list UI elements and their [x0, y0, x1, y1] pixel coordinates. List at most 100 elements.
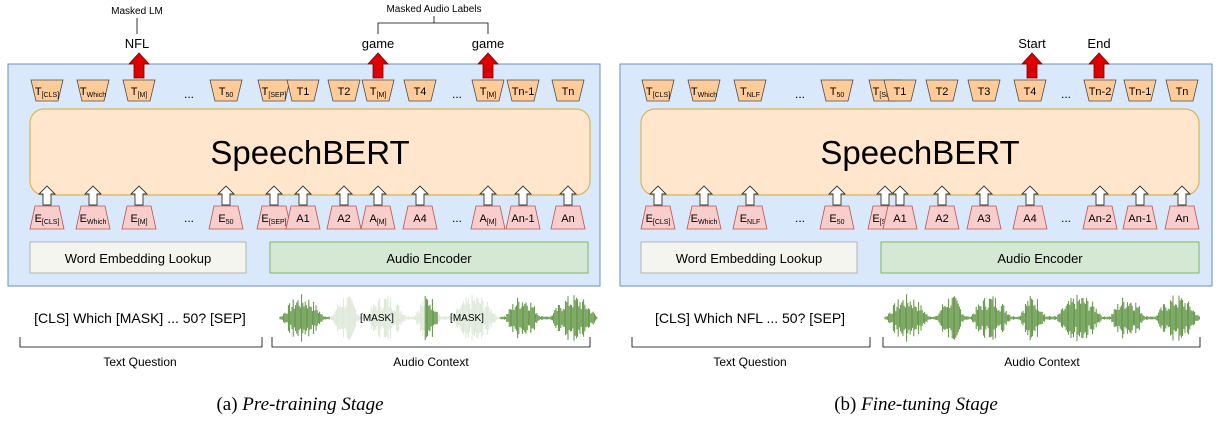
text-input-token-label-4-sub: 50: [837, 219, 845, 226]
text-input-token-label-4-main: E: [218, 213, 225, 225]
text-input-ellipsis-3: ...: [795, 211, 805, 225]
text-output-token-label-1-sub: Which: [698, 92, 718, 99]
audio-output-token-label-1: T2: [936, 86, 949, 98]
panel-b-audio-encoder-label: Audio Encoder: [997, 251, 1083, 266]
panel-b-model-label: SpeechBERT: [820, 134, 1019, 171]
text-input-token-label-0-main: E: [646, 213, 653, 225]
audio-input-token-label-5-sub: [M]: [487, 219, 497, 226]
text-input-token-4: [819, 205, 855, 230]
panel-a-red-arrows: [128, 52, 499, 79]
text-input-token-label-2: ENLF: [740, 213, 761, 226]
panel-a-masked-audio-title: Masked Audio Labels: [386, 4, 481, 15]
panel-b-red-arrows: [1021, 52, 1110, 79]
audio-output-token-label-5-sub: [M]: [487, 92, 497, 99]
audio-input-token-0: [882, 205, 918, 230]
text-input-token-label-5: E[SEP]: [261, 213, 286, 226]
audio-input-token-label-2-sub: [M]: [377, 219, 387, 226]
audio-input-token-label-2: A3: [977, 213, 990, 225]
text-output-token-2: [733, 79, 767, 102]
up-arrow-t0: [648, 185, 668, 206]
audio-output-token-label-7-main: Tn: [562, 86, 575, 98]
text-output-token-label-4-main: T: [830, 86, 837, 98]
text-output-token-label-4-sub: 50: [225, 92, 233, 99]
text-input-token-label-4: E50: [829, 213, 844, 226]
up-arrow-t5: [875, 185, 895, 206]
audio-input-token-5: [1082, 205, 1118, 230]
text-output-token-label-1: TWhich: [691, 86, 717, 99]
text-output-token-label-2-main: T: [740, 86, 747, 98]
audio-input-token-label-0: A1: [893, 213, 906, 225]
audio-output-token-label-6-main: Tn-1: [512, 86, 535, 98]
up-arrow-t5: [264, 185, 284, 206]
audio-input-token-label-3: A4: [1023, 213, 1036, 225]
text-output-token-1: [76, 79, 110, 102]
text-output-token-label-4: T50: [830, 86, 845, 99]
text-output-token-label-0-sub: [CLS]: [653, 92, 671, 99]
text-output-token-label-5: T[SEP]: [262, 86, 287, 99]
panel-a-text-question-bracket: [19, 337, 263, 348]
red-arrow-2: [477, 52, 499, 79]
text-input-token-label-2: E[M]: [130, 213, 147, 226]
panel-a-caption-prefix: (a): [216, 394, 242, 415]
audio-output-token-5: [1083, 79, 1117, 102]
text-output-token-label-4-main: T: [219, 86, 226, 98]
panel-b-text-question-bracket: [631, 337, 871, 348]
audio-input-token-1: [924, 205, 960, 230]
red-arrow-1: [367, 52, 389, 79]
panel-b-start-label: Start: [1018, 36, 1046, 51]
audio-output-token-label-5-main: Tn-2: [1089, 86, 1112, 98]
text-output-token-label-2: T[M]: [131, 86, 148, 99]
audio-output-token-label-3-main: T4: [1024, 86, 1037, 98]
audio-output-token-label-3: T4: [1024, 86, 1037, 98]
audio-output-token-label-0-main: T1: [894, 86, 907, 98]
up-arrow-a3: [1020, 185, 1040, 206]
audio-input-token-7: [550, 205, 586, 230]
audio-input-token-label-0: A1: [296, 213, 309, 225]
text-input-token-1: [75, 205, 111, 230]
audio-input-token-label-5-main: An-2: [1088, 213, 1111, 225]
panel-a-up-arrows: [37, 185, 578, 206]
audio-output-token-label-7: Tn: [562, 86, 575, 98]
text-output-token-1: [687, 79, 721, 102]
audio-output-token-label-0: T1: [297, 86, 310, 98]
audio-output-token-label-1-main: T2: [338, 86, 351, 98]
panel-a-audio-word-2: game: [472, 36, 505, 51]
panel-a-audio-encoder-label: Audio Encoder: [386, 251, 472, 266]
audio-output-token-label-2: T3: [978, 86, 991, 98]
text-output-token-2: [122, 79, 156, 102]
text-input-token-label-2-sub: NLF: [747, 219, 760, 226]
up-arrow-a7: [558, 185, 578, 206]
panel-b-audio-encoder-box: [880, 241, 1200, 274]
audio-input-ellipsis-4: ...: [1061, 211, 1071, 225]
audio-output-token-label-2-main: T3: [978, 86, 991, 98]
text-output-token-label-1-sub: Which: [87, 92, 107, 99]
audio-input-token-label-3: A4: [413, 213, 426, 225]
panel-b-word-embedding-label: Word Embedding Lookup: [676, 251, 822, 266]
up-arrow-a6: [513, 185, 533, 206]
text-output-token-label-1: TWhich: [80, 86, 106, 99]
panel-a-audio-encoder-box: [269, 241, 589, 274]
text-output-token-label-0: T[CLS]: [646, 86, 670, 99]
text-input-token-label-0-sub: [CLS]: [42, 219, 60, 226]
up-arrow-a5: [1090, 185, 1110, 206]
panel-b-up-arrows: [648, 185, 1192, 206]
text-input-token-label-4-main: E: [829, 213, 836, 225]
text-output-token-label-2-sub: [M]: [138, 92, 148, 99]
audio-output-token-3: [1013, 79, 1047, 102]
audio-input-token-label-5: An-2: [1088, 213, 1111, 225]
text-input-token-label-1: EWhich: [80, 213, 107, 226]
audio-input-token-label-1-main: A2: [935, 213, 948, 225]
audio-output-token-1: [925, 79, 959, 102]
panel-b-end-label: End: [1087, 36, 1110, 51]
audio-output-token-label-5: Tn-2: [1089, 86, 1112, 98]
audio-input-token-label-2: A[M]: [369, 213, 386, 226]
audio-output-token-7: [551, 79, 585, 102]
up-arrow-t2: [129, 185, 149, 206]
text-output-token-label-5-sub: [SEP]: [268, 92, 286, 99]
audio-output-ellipsis-4: ...: [452, 87, 462, 101]
audio-input-token-label-1-main: A2: [337, 213, 350, 225]
up-arrow-t1: [694, 185, 714, 206]
text-output-ellipsis-3: ...: [184, 87, 194, 101]
text-output-token-label-0-main: T: [646, 86, 653, 98]
audio-input-token-label-1: A2: [337, 213, 350, 225]
